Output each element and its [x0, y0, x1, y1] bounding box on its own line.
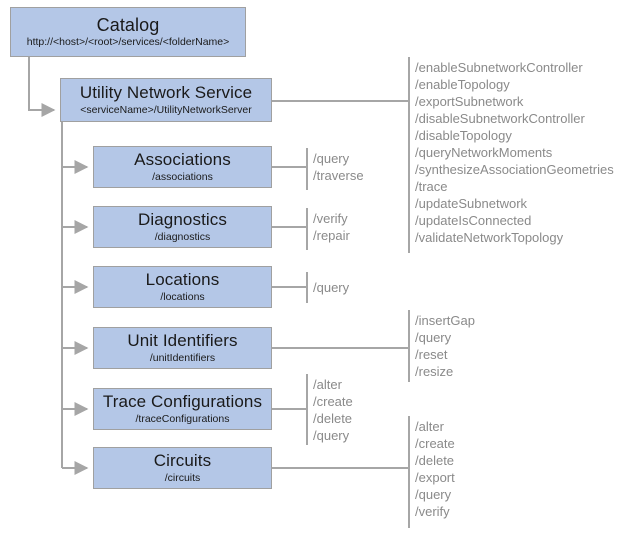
operation-item: /create: [415, 436, 455, 451]
operation-item: /export: [415, 470, 455, 485]
operation-item: /disableTopology: [415, 128, 512, 143]
operation-item: /query: [313, 280, 350, 295]
operations-locations: /query: [313, 279, 349, 296]
node-catalog[interactable]: Catalog http://<host>/<root>/services/<f…: [10, 7, 246, 57]
operation-item: /exportSubnetwork: [415, 94, 524, 109]
operation-item: /updateSubnetwork: [415, 196, 528, 211]
operation-item: /queryNetworkMoments: [415, 145, 553, 160]
operation-item: /query: [313, 151, 350, 166]
node-trace-configurations-title: Trace Configurations: [102, 392, 263, 411]
operation-item: /alter: [415, 419, 444, 434]
operations-diagnostics: /verify/repair: [313, 210, 350, 244]
node-circuits-title: Circuits: [153, 451, 212, 470]
operation-item: /query: [313, 428, 350, 443]
operation-item: /verify: [415, 504, 450, 519]
node-circuits[interactable]: Circuits /circuits: [93, 447, 272, 489]
node-utility-network-service[interactable]: Utility Network Service <serviceName>/Ut…: [60, 78, 272, 122]
operations-circuits: /alter/create/delete/export/query/verify: [415, 418, 455, 520]
operations-utility-network-service: /enableSubnetworkController/enableTopolo…: [415, 59, 614, 246]
operation-item: /query: [415, 330, 452, 345]
operations-unit-identifiers: /insertGap/query/reset/resize: [415, 312, 475, 380]
operation-item: /alter: [313, 377, 342, 392]
node-unit-identifiers[interactable]: Unit Identifiers /unitIdentifiers: [93, 327, 272, 369]
operation-item: /disableSubnetworkController: [415, 111, 585, 126]
node-diagnostics-path: /diagnostics: [154, 231, 211, 243]
operation-item: /create: [313, 394, 353, 409]
node-associations[interactable]: Associations /associations: [93, 146, 272, 188]
operation-item: /reset: [415, 347, 448, 362]
operation-item: /traverse: [313, 168, 364, 183]
node-catalog-path: http://<host>/<root>/services/<folderNam…: [26, 36, 230, 48]
operation-item: /enableTopology: [415, 77, 510, 92]
node-unit-identifiers-title: Unit Identifiers: [127, 331, 238, 350]
node-trace-configurations-path: /traceConfigurations: [135, 413, 230, 425]
operation-item: /verify: [313, 211, 348, 226]
operation-item: /repair: [313, 228, 350, 243]
operation-item: /updateIsConnected: [415, 213, 532, 228]
operation-item: /validateNetworkTopology: [415, 230, 564, 245]
node-locations-title: Locations: [145, 270, 220, 289]
operations-associations: /query/traverse: [313, 150, 364, 184]
operation-item: /insertGap: [415, 313, 475, 328]
node-utility-network-service-path: <serviceName>/UtilityNetworkServer: [80, 104, 252, 116]
operation-item: /delete: [313, 411, 353, 426]
node-locations[interactable]: Locations /locations: [93, 266, 272, 308]
node-utility-network-service-title: Utility Network Service: [79, 83, 253, 102]
operation-item: /enableSubnetworkController: [415, 60, 583, 75]
node-associations-title: Associations: [134, 150, 231, 169]
operation-item: /delete: [415, 453, 455, 468]
operations-trace-configurations: /alter/create/delete/query: [313, 376, 353, 444]
operation-item: /synthesizeAssociationGeometries: [415, 162, 614, 177]
operation-item: /resize: [415, 364, 454, 379]
node-associations-path: /associations: [152, 171, 213, 183]
node-trace-configurations[interactable]: Trace Configurations /traceConfiguration…: [93, 388, 272, 430]
node-circuits-path: /circuits: [164, 472, 201, 484]
operation-item: /query: [415, 487, 452, 502]
node-diagnostics[interactable]: Diagnostics /diagnostics: [93, 206, 272, 248]
operation-item: /trace: [415, 179, 448, 194]
node-diagnostics-title: Diagnostics: [138, 210, 227, 229]
node-unit-identifiers-path: /unitIdentifiers: [149, 352, 216, 364]
wire-catalog-to-uns: [28, 57, 56, 117]
node-locations-path: /locations: [160, 291, 205, 303]
node-catalog-title: Catalog: [96, 15, 160, 35]
